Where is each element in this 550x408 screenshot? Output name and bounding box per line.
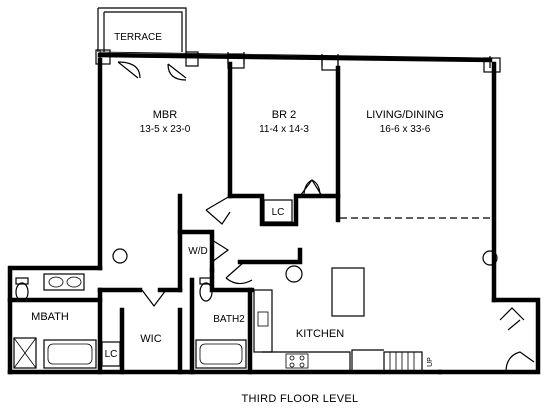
kitchen-island: [331, 267, 365, 317]
mbr-dimensions: 13-5 x 23-0: [140, 124, 191, 135]
exterior-walls: [7, 49, 541, 375]
terrace-area: [97, 7, 187, 52]
stairs-up-label: UP: [427, 357, 434, 367]
wd-label: W/D: [188, 246, 207, 257]
stairs: [351, 349, 423, 373]
stove: [285, 353, 309, 369]
columns: [112, 248, 498, 283]
br2-dimensions: 11-4 x 14-3: [259, 124, 309, 135]
br2-label: BR 2: [272, 109, 296, 121]
living-dining-label: LIVING/DINING: [366, 109, 444, 121]
kitchen-counter: [253, 289, 273, 353]
bath2-label: BATH2: [213, 314, 245, 325]
mbath-label: MBATH: [31, 311, 69, 323]
mbr-label: MBR: [153, 109, 178, 121]
terrace-label: TERRACE: [114, 32, 162, 43]
living-dining-dimensions: 16-6 x 33-6: [380, 124, 431, 135]
bath-fixtures: [13, 199, 293, 369]
kitchen-label: KITCHEN: [296, 328, 344, 340]
kitchen-fixtures: [253, 267, 365, 372]
doors: [117, 61, 535, 373]
lc-label-mbath: LC: [105, 349, 118, 360]
wic-label: WIC: [140, 333, 161, 345]
plan-caption: THIRD FLOOR LEVEL: [242, 393, 359, 405]
lc-label-br2: LC: [272, 207, 285, 218]
